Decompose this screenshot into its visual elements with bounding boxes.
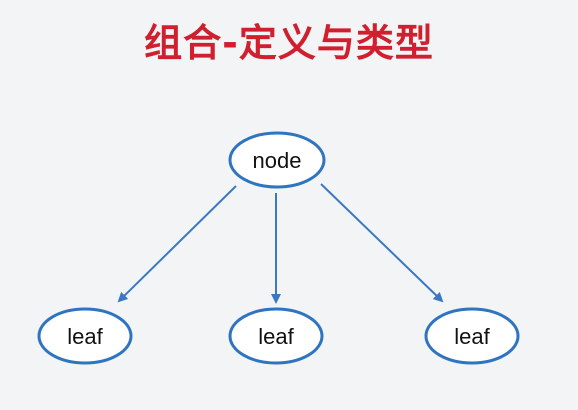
leaf-node-3-ellipse xyxy=(424,307,520,365)
leaf-node-2-label: leaf xyxy=(258,324,294,349)
leaf-node-2: leaf xyxy=(228,307,324,365)
root-node-ellipse xyxy=(228,131,326,189)
leaf-node-3-label: leaf xyxy=(454,324,490,349)
leaf-node-1: leaf xyxy=(37,307,133,365)
leaf-node-1-ellipse xyxy=(37,307,133,365)
slide-title: 组合-定义与类型 xyxy=(144,21,434,65)
root-node: node xyxy=(228,131,326,189)
root-node-label: node xyxy=(253,148,302,173)
leaf-node-3: leaf xyxy=(424,307,520,365)
edge-root-to-leaf-3 xyxy=(320,183,444,303)
edge-root-to-leaf-1 xyxy=(117,185,237,303)
leaf-node-2-ellipse xyxy=(228,307,324,365)
leaf-node-1-label: leaf xyxy=(67,324,103,349)
